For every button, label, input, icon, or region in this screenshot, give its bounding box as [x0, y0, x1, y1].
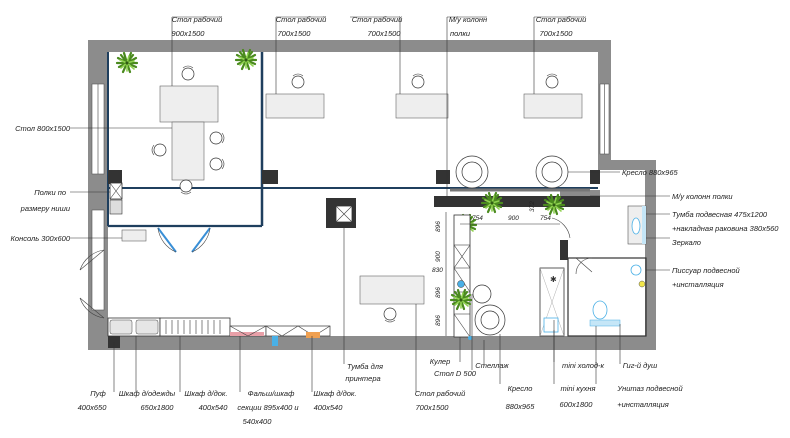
entrance-doors: [79, 249, 105, 319]
label-pouf-line2: 400x650: [78, 403, 108, 412]
label-niche-shelves-line1: Полки по: [34, 188, 66, 197]
plant-icon: [234, 48, 258, 71]
callout-leaders: [70, 16, 670, 392]
manager-office: [151, 65, 225, 195]
bottom-storage: [107, 317, 331, 346]
callout-labels: Стол рабочий 900x1500 Стол рабочий 700x1…: [10, 15, 779, 426]
dim-372: 372: [529, 201, 536, 212]
dim-830: 830: [432, 267, 443, 274]
label-desk-top-4-line1: Стол рабочий: [536, 15, 587, 24]
label-rack: Стеллаж: [475, 361, 509, 370]
label-desk-top-4-line2: 700x1500: [540, 29, 574, 38]
columns: [108, 170, 600, 348]
label-desk-bottom-line1: Стол рабочий: [415, 389, 466, 398]
work-desk-bottom: [359, 275, 425, 323]
label-table-d500: Стол D 500: [434, 369, 477, 378]
label-desk-top-2-line1: Стол рабочий: [276, 15, 327, 24]
dim-900-h: 900: [508, 215, 519, 222]
label-armchair-bottom-line2: 880x965: [506, 402, 536, 411]
label-mirror: Зеркало: [672, 238, 701, 247]
dim-754-a: 754: [472, 215, 483, 222]
label-pouf-line1: Пуф: [90, 389, 106, 398]
corridor-door: [551, 217, 571, 239]
label-mini-kitchen-line1: mini кухня: [560, 384, 595, 393]
label-armchair-bottom-line1: Кресло: [508, 384, 533, 393]
printer-stand: [326, 198, 356, 228]
label-desk-top-3-line2: 700x1500: [368, 29, 402, 38]
work-desk-4: [523, 73, 583, 119]
label-hygiene-shower: Гиг-й душ: [623, 361, 658, 370]
label-printer-stand-line1: Тумба для: [347, 362, 383, 371]
armchair-left: [455, 155, 489, 189]
rack-storage: [453, 214, 471, 338]
label-cooler: Кулер: [430, 357, 451, 366]
console-table: [121, 229, 147, 242]
label-urinal-line2: +инсталляция: [672, 280, 724, 289]
label-console: Консоль 300x600: [10, 234, 70, 243]
dim-896-b: 896: [435, 287, 442, 298]
label-mini-fridge: mini холод-к: [562, 361, 605, 370]
dimension-lines: 896 900 830 896 896 754 900 754 372: [432, 201, 560, 336]
label-cabinet-doc-2-line1: Шкаф д/док.: [313, 389, 356, 398]
table-d500: [472, 284, 492, 304]
dim-896-a: 896: [435, 221, 442, 232]
label-urinal-line1: Писсуар подвесной: [672, 266, 741, 275]
cooler: [468, 336, 472, 340]
label-cabinet-doc-1-line1: Шкаф д/док.: [184, 389, 227, 398]
work-desk-2: [265, 73, 325, 119]
label-armchair-top: Кресло 880x965: [622, 168, 679, 177]
work-desk-3: [395, 73, 449, 119]
mini-kitchen: ✱: [539, 267, 565, 337]
label-vanity-line2: +накладная раковина 380x560: [672, 224, 779, 233]
label-toilet-line2: +инсталляция: [617, 400, 669, 409]
label-false-cabinet-line2: секции 895x400 и: [237, 403, 299, 412]
plant-icon: [115, 51, 139, 74]
bathroom: [560, 205, 647, 337]
label-cabinet-doc-1-line2: 400x540: [199, 403, 229, 412]
dim-896-c: 896: [435, 315, 442, 326]
armchair-bottom: [474, 304, 506, 336]
label-desk-top-1-line2: 900x1500: [172, 29, 206, 38]
label-niche-shelves-line2: размеру ниши: [20, 204, 71, 213]
label-false-cabinet-line1: Фальш/шкаф: [248, 389, 295, 398]
label-mini-kitchen-line2: 600x1800: [560, 400, 594, 409]
svg-text:✱: ✱: [550, 275, 557, 284]
label-vanity-line1: Тумба подвесная 475x1200: [672, 210, 768, 219]
office-doors: [157, 227, 211, 253]
label-desk-bottom-line2: 700x1500: [416, 403, 450, 412]
label-printer-stand-line2: принтера: [345, 374, 380, 383]
niche-shelves: [109, 182, 123, 215]
label-toilet-line1: Унитаз подвесной: [616, 384, 683, 393]
label-wardrobe-line2: 650x1800: [141, 403, 175, 412]
label-shelf-top-line1: М/у колонн: [449, 15, 487, 24]
label-desk-top-1-line1: Стол рабочий: [172, 15, 223, 24]
rack-bar: [434, 196, 600, 207]
windows: [91, 83, 610, 311]
label-shelf-right: М/у колонн полки: [672, 192, 733, 201]
label-desk-top-2-line2: 700x1500: [278, 29, 312, 38]
label-cabinet-doc-2-line2: 400x540: [314, 403, 344, 412]
label-desk-top-3-line1: Стол рабочий: [352, 15, 403, 24]
dim-900-v: 900: [435, 251, 442, 262]
label-false-cabinet-line3: 540x400: [243, 417, 273, 426]
plant-icon: [480, 191, 504, 214]
label-shelf-top-line2: полки: [450, 29, 471, 38]
armchair-right: [535, 155, 569, 189]
label-wardrobe-line1: Шкаф д/одежды: [119, 389, 176, 398]
dim-754-b: 754: [540, 215, 551, 222]
label-table-800: Стол 800x1500: [15, 124, 71, 133]
